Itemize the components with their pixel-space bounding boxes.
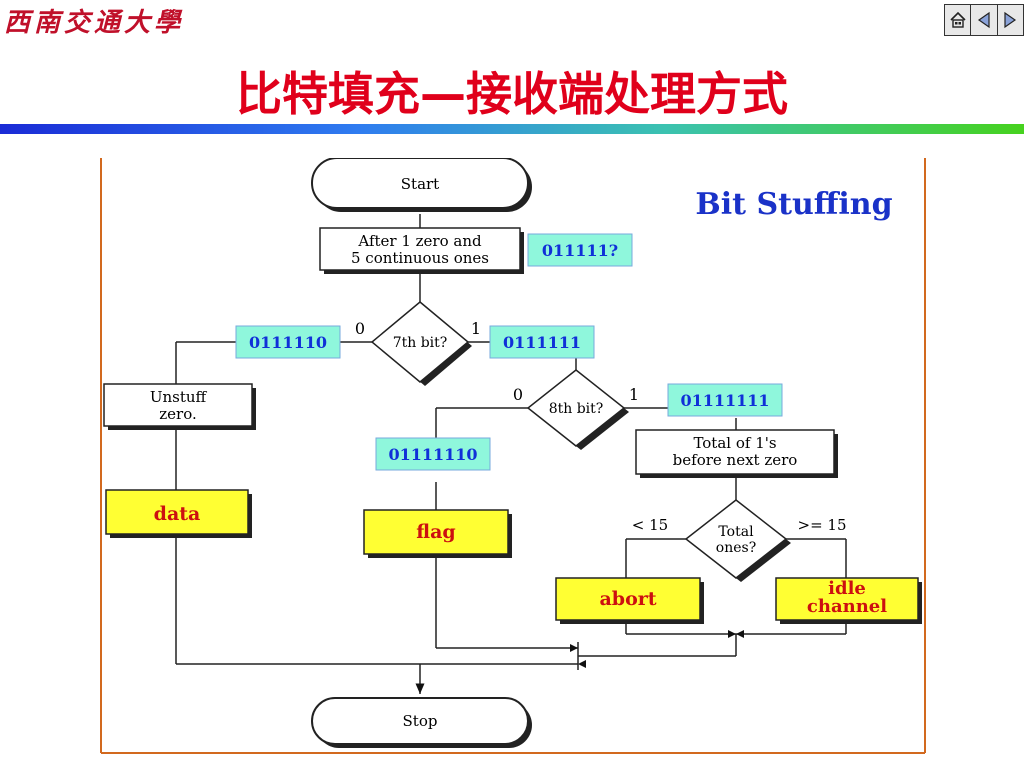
page-title: 比特填充—接收端处理方式 bbox=[236, 67, 788, 121]
data-box: data bbox=[154, 503, 201, 525]
decision-8th-bit: 8th bit? bbox=[549, 401, 604, 417]
total-line-1: Total of 1's bbox=[693, 434, 776, 452]
idle-line-1: idle bbox=[828, 578, 866, 599]
start-terminal: Start bbox=[401, 175, 439, 193]
nav-buttons bbox=[944, 4, 1024, 36]
decision-7th-bit: 7th bit? bbox=[393, 335, 448, 351]
ge15-label: >= 15 bbox=[798, 516, 847, 534]
home-icon bbox=[950, 11, 966, 28]
d2-one-label: 1 bbox=[629, 385, 639, 404]
d1-one-label: 1 bbox=[471, 319, 481, 338]
flowchart-svg: Bit Stuffing bbox=[100, 158, 926, 754]
total-line-2: before next zero bbox=[673, 451, 798, 469]
next-button[interactable] bbox=[998, 5, 1023, 35]
step-line-2: 5 continuous ones bbox=[351, 249, 489, 267]
tag-0111111: 0111111 bbox=[503, 333, 581, 352]
decision-total-line-1: Total bbox=[718, 524, 754, 540]
prev-icon bbox=[977, 11, 990, 29]
flag-box: flag bbox=[416, 521, 455, 543]
d2-zero-label: 0 bbox=[513, 385, 523, 404]
step-line-1: After 1 zero and bbox=[357, 232, 482, 250]
tag-0111110: 0111110 bbox=[249, 333, 327, 352]
tag-011111q: 011111? bbox=[542, 241, 618, 260]
university-logo: 西南交通大學 bbox=[4, 8, 185, 38]
d1-zero-label: 0 bbox=[355, 319, 365, 338]
unstuff-line-2: zero. bbox=[159, 405, 197, 423]
lt15-label: < 15 bbox=[632, 516, 668, 534]
home-button[interactable] bbox=[945, 5, 972, 35]
unstuff-line-1: Unstuff bbox=[150, 388, 208, 406]
prev-button[interactable] bbox=[971, 5, 998, 35]
gradient-divider bbox=[0, 124, 1024, 134]
flowchart-figure: Bit Stuffing bbox=[100, 158, 926, 754]
abort-box: abort bbox=[599, 588, 656, 610]
tag-01111111: 01111111 bbox=[680, 391, 769, 410]
decision-total-line-2: ones? bbox=[716, 540, 756, 556]
next-icon bbox=[1004, 11, 1017, 29]
stop-terminal: Stop bbox=[403, 712, 438, 730]
diagram-heading: Bit Stuffing bbox=[695, 187, 892, 222]
idle-line-2: channel bbox=[807, 596, 887, 617]
tag-01111110: 01111110 bbox=[388, 445, 477, 464]
